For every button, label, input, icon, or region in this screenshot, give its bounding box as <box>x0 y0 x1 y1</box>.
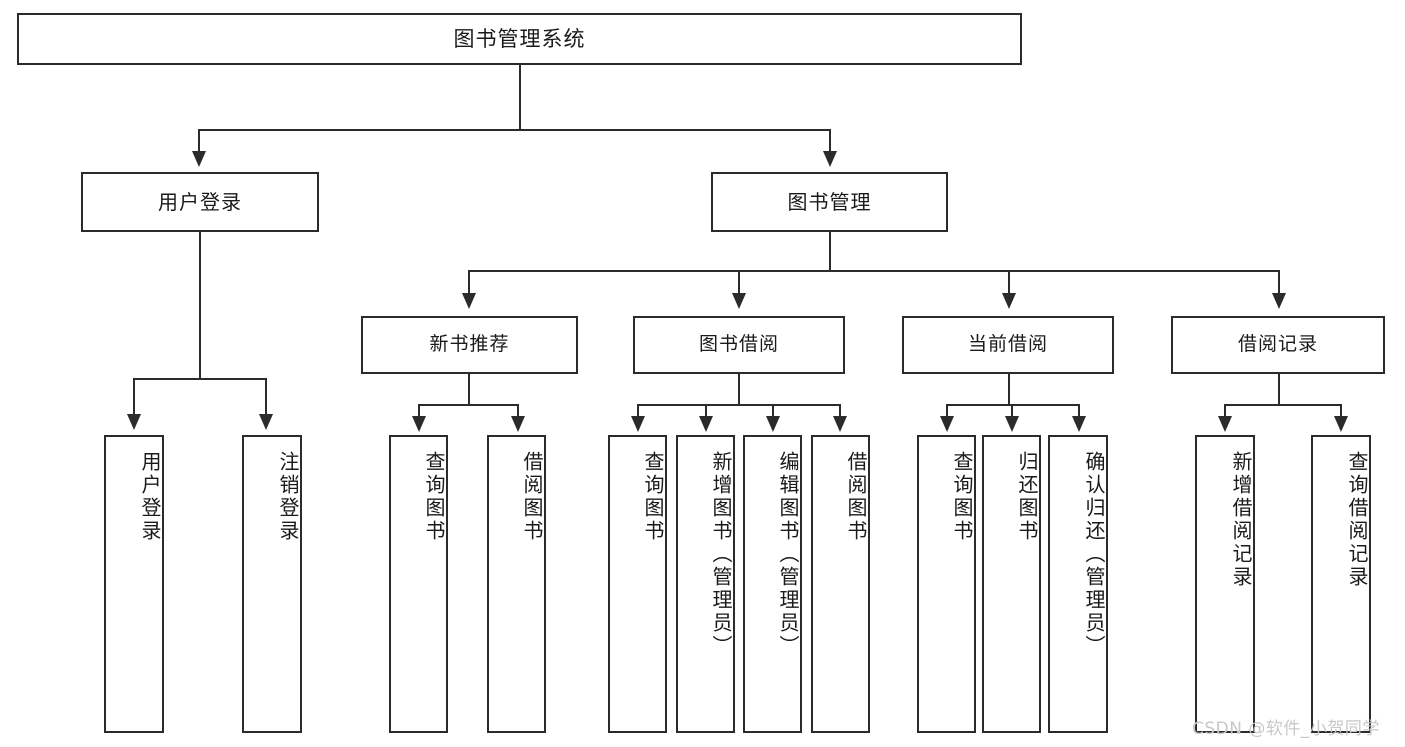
arrowhead-to-book-management <box>823 151 837 167</box>
node-label: 编辑图书（管理员） <box>776 451 800 658</box>
node-label: 用户登录 <box>158 189 242 214</box>
connector-cb-drop-3 <box>1078 404 1080 416</box>
connector-cb-drop-1 <box>946 404 948 416</box>
connector-cb-drop-2 <box>1011 404 1013 416</box>
node-label: 归还图书 <box>1015 451 1039 543</box>
arrowhead-cb-leaf-1 <box>940 416 954 432</box>
leaf-book-borrow-edit[interactable]: 编辑图书（管理员） <box>743 435 802 733</box>
arrowhead-to-book-borrow <box>732 293 746 309</box>
arrowhead-user-login-leaf-1 <box>127 414 141 430</box>
connector-br-stem <box>1278 374 1280 405</box>
leaf-book-borrow-query[interactable]: 查询图书 <box>608 435 667 733</box>
node-label: 查询图书 <box>950 451 974 543</box>
leaf-borrow-record-query[interactable]: 查询借阅记录 <box>1311 435 1371 733</box>
connector-bb-drop-4 <box>839 404 841 416</box>
connector-bm-drop-1 <box>468 270 470 293</box>
connector-book-management-stem <box>829 232 831 271</box>
csdn-watermark: CSDN @软件_小贺同学 <box>1192 719 1380 739</box>
node-book-management[interactable]: 图书管理 <box>711 172 948 232</box>
arrowhead-to-new-book <box>462 293 476 309</box>
connector-bm-drop-3 <box>1008 270 1010 293</box>
node-borrow-record[interactable]: 借阅记录 <box>1171 316 1385 374</box>
connector-user-login-stem <box>199 232 201 378</box>
leaf-new-book-query[interactable]: 查询图书 <box>389 435 448 733</box>
node-label: 借阅图书 <box>844 451 868 543</box>
node-label: 查询图书 <box>641 451 665 543</box>
connector-book-management-bus <box>468 270 1280 272</box>
connector-user-login-drop-2 <box>265 378 267 414</box>
arrowhead-nbr-leaf-2 <box>511 416 525 432</box>
node-label: 注销登录 <box>276 451 300 543</box>
node-label: 新增借阅记录 <box>1229 451 1253 589</box>
node-user-login[interactable]: 用户登录 <box>81 172 319 232</box>
leaf-current-borrow-query[interactable]: 查询图书 <box>917 435 976 733</box>
leaf-current-borrow-confirm-return[interactable]: 确认归还（管理员） <box>1048 435 1108 733</box>
connector-br-drop-1 <box>1224 404 1226 416</box>
connector-root-drop-2 <box>829 129 831 151</box>
connector-root-drop-1 <box>198 129 200 151</box>
node-label: 新增图书（管理员） <box>709 451 733 658</box>
arrowhead-user-login-leaf-2 <box>259 414 273 430</box>
connector-br-bus <box>1224 404 1342 406</box>
node-label: 图书管理 <box>787 189 872 214</box>
node-label: 新书推荐 <box>429 333 510 356</box>
connector-cb-bus <box>946 404 1080 406</box>
connector-bm-drop-2 <box>738 270 740 293</box>
connector-bb-drop-1 <box>637 404 639 416</box>
leaf-book-borrow-borrow[interactable]: 借阅图书 <box>811 435 870 733</box>
arrowhead-br-leaf-2 <box>1334 416 1348 432</box>
arrowhead-bb-leaf-4 <box>833 416 847 432</box>
connector-nbr-drop-1 <box>418 404 420 416</box>
connector-bm-drop-4 <box>1278 270 1280 293</box>
node-label: 查询借阅记录 <box>1345 451 1369 589</box>
leaf-new-book-borrow[interactable]: 借阅图书 <box>487 435 546 733</box>
leaf-book-borrow-add[interactable]: 新增图书（管理员） <box>676 435 735 733</box>
node-book-borrow[interactable]: 图书借阅 <box>633 316 845 374</box>
node-label: 借阅图书 <box>520 451 544 543</box>
arrowhead-to-borrow-record <box>1272 293 1286 309</box>
arrowhead-bb-leaf-1 <box>631 416 645 432</box>
arrowhead-bb-leaf-3 <box>766 416 780 432</box>
leaf-current-borrow-return[interactable]: 归还图书 <box>982 435 1041 733</box>
connector-bb-drop-2 <box>705 404 707 416</box>
node-label: 当前借阅 <box>967 333 1048 356</box>
connector-nbr-stem <box>468 374 470 405</box>
node-label: 图书借阅 <box>698 333 779 356</box>
connector-cb-stem <box>1008 374 1010 405</box>
connector-root-stem <box>519 65 521 129</box>
arrowhead-br-leaf-1 <box>1218 416 1232 432</box>
node-root-book-management-system[interactable]: 图书管理系统 <box>17 13 1022 65</box>
arrowhead-cb-leaf-2 <box>1005 416 1019 432</box>
leaf-user-login-logout[interactable]: 注销登录 <box>242 435 302 733</box>
leaf-user-login-login[interactable]: 用户登录 <box>104 435 164 733</box>
node-label: 图书管理系统 <box>453 26 586 51</box>
connector-br-drop-2 <box>1340 404 1342 416</box>
node-label: 用户登录 <box>138 451 162 543</box>
node-label: 借阅记录 <box>1237 333 1318 356</box>
connector-bb-drop-3 <box>772 404 774 416</box>
arrowhead-to-current-borrow <box>1002 293 1016 309</box>
arrowhead-nbr-leaf-1 <box>412 416 426 432</box>
connector-nbr-drop-2 <box>517 404 519 416</box>
connector-bb-bus <box>637 404 841 406</box>
arrowhead-cb-leaf-3 <box>1072 416 1086 432</box>
node-label: 查询图书 <box>422 451 446 543</box>
connector-user-login-bus <box>133 378 267 380</box>
connector-user-login-drop-1 <box>133 378 135 414</box>
connector-root-bus <box>198 129 830 131</box>
node-current-borrow[interactable]: 当前借阅 <box>902 316 1114 374</box>
node-new-book-recommend[interactable]: 新书推荐 <box>361 316 578 374</box>
arrowhead-to-user-login <box>192 151 206 167</box>
connector-nbr-bus <box>418 404 519 406</box>
arrowhead-bb-leaf-2 <box>699 416 713 432</box>
node-label: 确认归还（管理员） <box>1082 451 1106 658</box>
connector-bb-stem <box>738 374 740 405</box>
leaf-borrow-record-add[interactable]: 新增借阅记录 <box>1195 435 1255 733</box>
